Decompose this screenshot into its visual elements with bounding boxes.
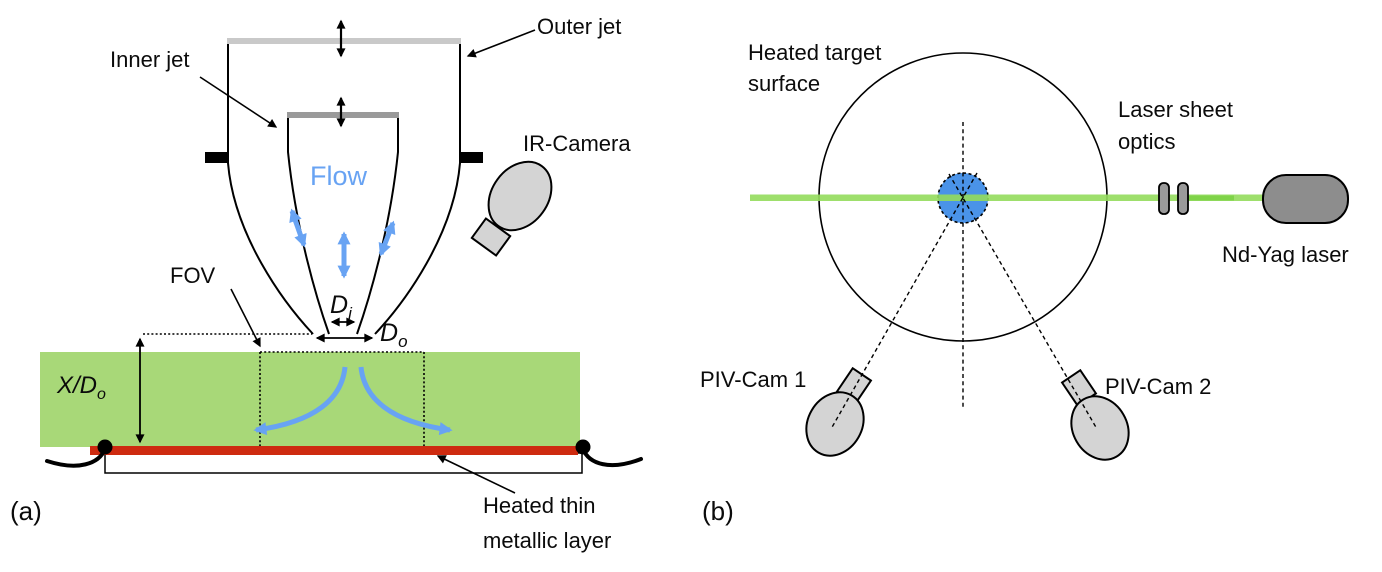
- piv-cam-1-sight-line: [830, 172, 978, 430]
- panel-b-tag: (b): [702, 496, 734, 526]
- piv-cam-2-body: [1070, 395, 1130, 461]
- outer-jet-label: Outer jet: [537, 14, 621, 39]
- piv-cam-2-label: PIV-Cam 2: [1105, 374, 1211, 399]
- fov-label: FOV: [170, 263, 216, 288]
- di-label: Di: [330, 291, 353, 323]
- laser-optics-label-line1: Laser sheet: [1118, 97, 1233, 122]
- ir-camera-lens: [470, 217, 512, 257]
- heater-frame: [104, 452, 583, 474]
- inner-jet-left-wall: [287, 118, 330, 335]
- panel-b: Heated target surface Laser sheet optics…: [700, 40, 1349, 526]
- wall-jet-arrow-left: [253, 366, 348, 436]
- heated-target-label-line1: Heated target: [748, 40, 881, 65]
- annular-flow-arrow-left: [289, 208, 307, 248]
- heated-layer-pointer-arrow: [436, 455, 516, 494]
- nd-yag-laser-label: Nd-Yag laser: [1222, 242, 1349, 267]
- piv-cam-1-body: [805, 391, 865, 457]
- piv-cam-2-sight-line: [948, 173, 1098, 430]
- laser-optics-label-line2: optics: [1118, 129, 1175, 154]
- fov-pointer-arrow: [230, 288, 261, 348]
- right-flange: [459, 152, 483, 163]
- piv-cam-1-icon: [805, 366, 873, 457]
- annular-flow-arrow-right: [378, 220, 396, 257]
- ir-camera-body: [487, 160, 553, 232]
- piv-cam-2-icon: [1060, 368, 1130, 461]
- left-electrode-dot: [97, 439, 113, 455]
- wall-jet-arrow-right: [358, 366, 453, 436]
- laser-raw-beam-segment: [1188, 195, 1234, 201]
- laser-sheet-beam: [750, 194, 1266, 201]
- flow-label: Flow: [310, 161, 368, 191]
- sheet-optics-lens-1: [1158, 182, 1170, 215]
- heated-layer-label-line2: metallic layer: [483, 528, 611, 553]
- outer-jet-right-wall: [374, 44, 461, 335]
- sheet-optics-lens-2: [1177, 182, 1189, 215]
- ir-camera-label: IR-Camera: [523, 131, 631, 156]
- x-do-label: X/Do: [56, 372, 106, 403]
- heated-layer-label-line1: Heated thin: [483, 493, 596, 518]
- do-label: Do: [380, 319, 408, 351]
- panel-a-tag: (a): [10, 496, 42, 526]
- panel-a: Inner jet Outer jet IR-Camera Flow FOV D…: [10, 14, 643, 553]
- piv-cam-1-label: PIV-Cam 1: [700, 367, 806, 392]
- inner-jet-label: Inner jet: [110, 47, 190, 72]
- outer-jet-pointer-arrow: [466, 29, 536, 58]
- right-electrode-wire: [581, 447, 643, 468]
- heated-target-label-line2: surface: [748, 71, 820, 96]
- nd-yag-laser-body: [1262, 174, 1349, 224]
- left-flange: [205, 152, 229, 163]
- outer-jet-left-wall: [227, 44, 314, 335]
- ir-camera-icon: [470, 160, 553, 257]
- right-electrode-dot: [575, 439, 591, 455]
- inner-jet-lid: [287, 112, 399, 118]
- inner-jet-pointer-arrow: [199, 76, 278, 128]
- fov-dotted-box: [259, 351, 425, 446]
- heated-foil-bar: [90, 446, 578, 455]
- outer-jet-lid: [227, 38, 461, 44]
- laser-sheet-region: [40, 352, 580, 447]
